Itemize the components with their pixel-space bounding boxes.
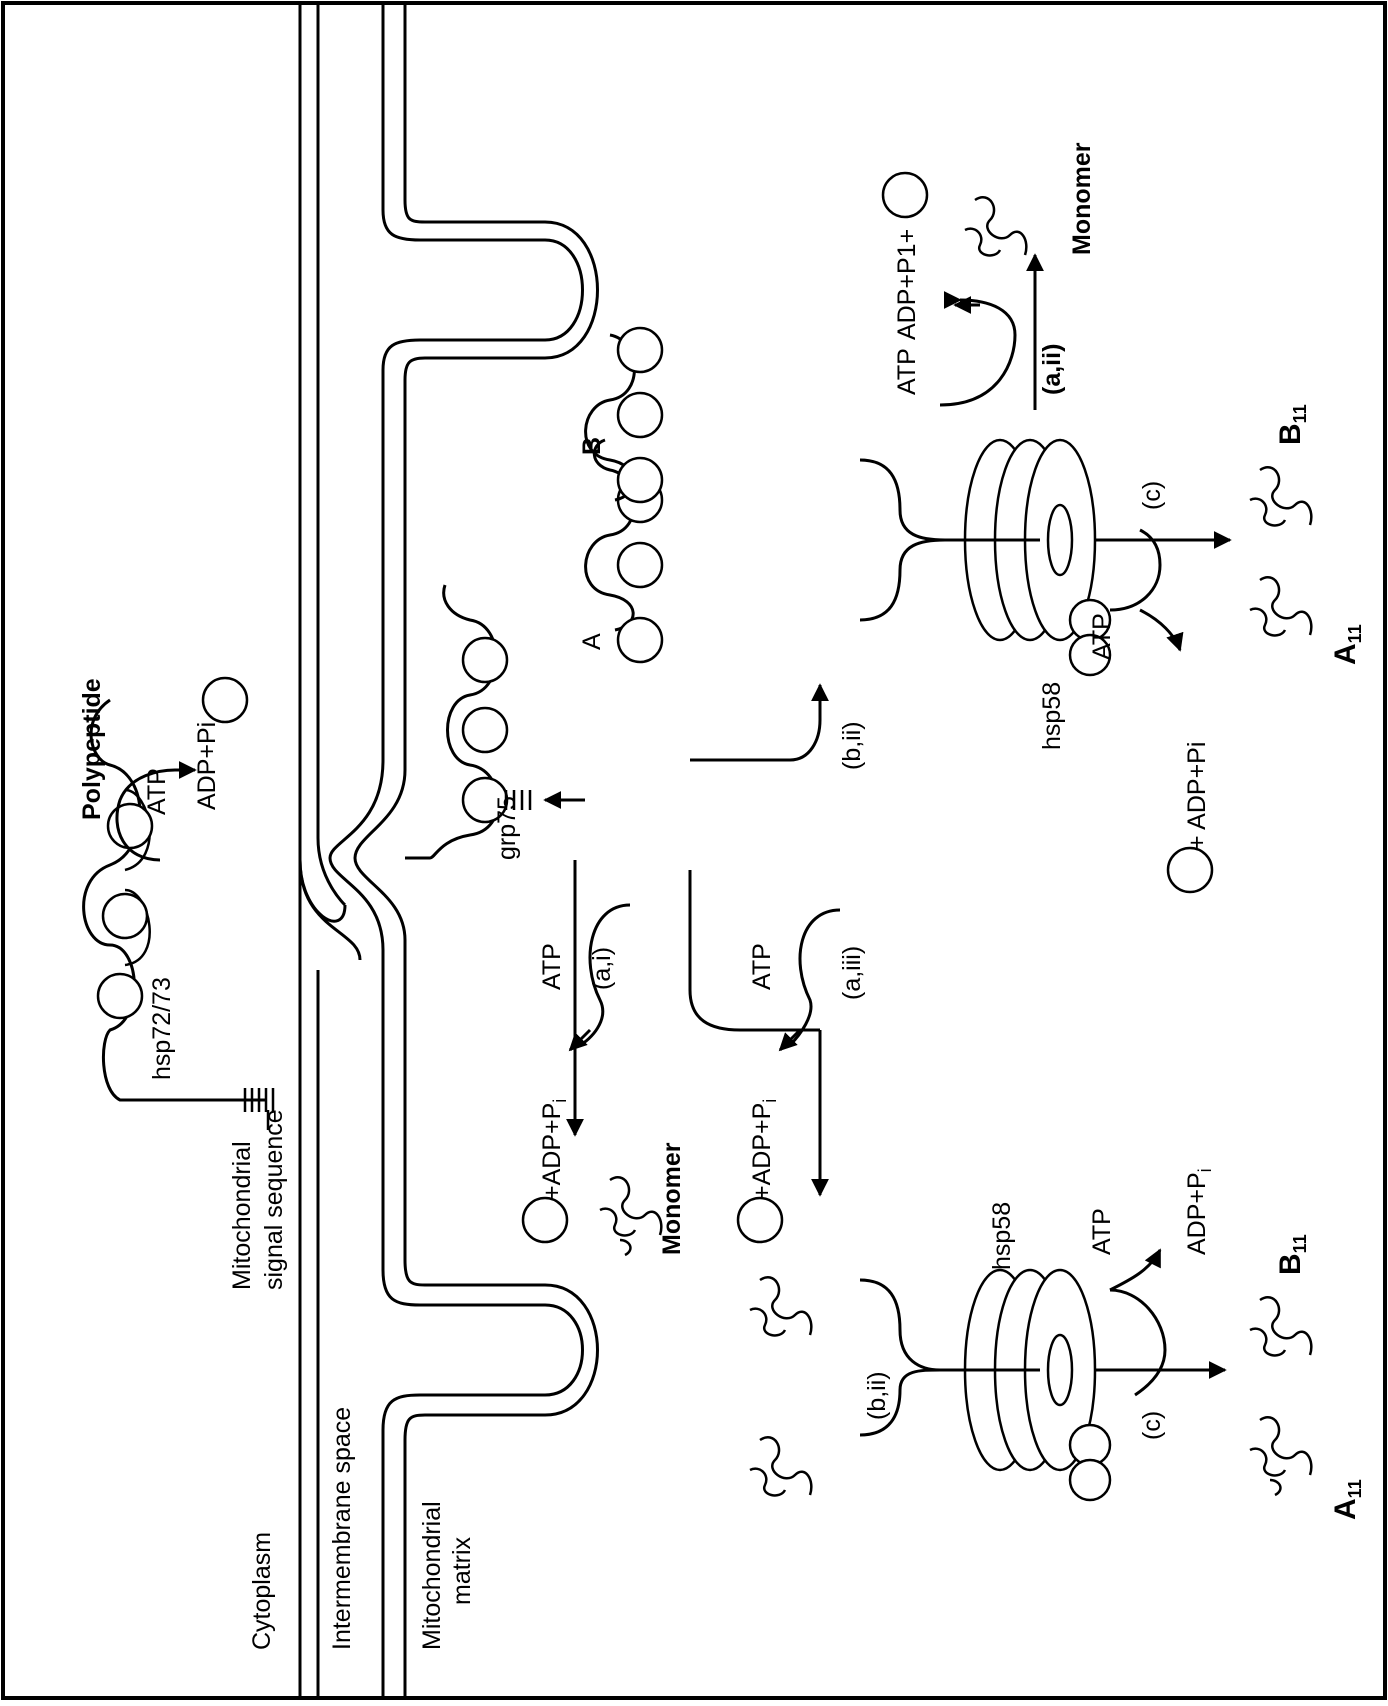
hsp58-lower [963,1268,1112,1502]
hsp72-label: hsp72/73 [148,977,176,1080]
signal-sequence-label-line1: Mitochondrial [228,1141,256,1290]
b11-upper-label: B11 [1274,404,1310,445]
oligomer-b11-lower [1249,1296,1313,1357]
chain-b [584,326,664,504]
outer-membrane [298,4,362,1698]
atp-a-i: ATP [538,943,566,990]
hsp58-upper-label: hsp58 [1038,682,1066,750]
a11-upper-label: A11 [1329,624,1365,665]
cytoplasm-atp-arc [115,768,176,862]
released-grp75-a-i [521,1196,569,1244]
monomer-lower-2 [749,1436,813,1497]
cytoplasm-atp-label: ATP [143,768,171,815]
arc-a-i [579,903,631,1047]
adp-pi-lower-c: ADP+Pi [1183,1168,1215,1255]
b11-lower-label: B11 [1274,1234,1310,1275]
cleaved-signal-sequence [504,790,532,810]
signal-sequence-label-line2: signal sequence [260,1109,288,1290]
released-grp75-a-iii [736,1196,784,1244]
released-hsp58-upper [1166,846,1214,894]
branch-arrow-b-ii-top [690,683,829,762]
monomer-a-ii [964,196,1028,257]
intermembrane-space-label: Intermembrane space [328,1407,356,1650]
monomer-lower-1 [749,1276,813,1337]
hsp72-chaperone-3 [96,972,144,1020]
atp-lower-c: ATP [1088,1208,1116,1255]
released-hsp72 [201,676,249,724]
grp75-chaperone-2 [461,706,509,754]
monomer-a-i [599,1176,663,1257]
step-b-ii-upper-label: (b,ii) [838,721,866,770]
step-c-lower-label: (c) [1138,1411,1166,1440]
atp-a-iii: ATP [748,943,776,990]
arc-a-iii [788,908,841,1047]
atp-a-ii: ATP [893,348,921,395]
polypeptide-label: Polypeptide [78,678,106,820]
hsp58-lower-label: hsp58 [988,1202,1016,1270]
adp-pi-a-iii: +ADP+Pi [748,1099,780,1200]
cytoplasm-adp-pi-label: ADP+Pi [193,722,221,810]
atp-upper-c: ATP [1088,613,1116,660]
chain-b-label: B [578,437,606,455]
matrix-label-line2: matrix [448,1536,476,1605]
step-a-iii-label: (a,iii) [838,946,866,1000]
hsp72-chaperone-2 [101,892,149,940]
oligomer-a11-upper [1249,576,1313,637]
inner-membrane [328,4,599,1698]
branch-line-a-iii [688,870,820,1032]
step-b-ii-lower-label: (b,ii) [863,1371,891,1420]
adp-p1-plus-a-ii: ADP+P1+ [893,229,921,340]
cytoplasm-label: Cytoplasm [248,1532,276,1650]
chain-a-label: A [578,633,606,650]
a11-lower-label: A11 [1329,1479,1365,1520]
cytoplasmic-polypeptide [82,698,275,1112]
monomer-label-a-i: Monomer [658,1142,686,1255]
adp-pi-upper-c: + ADP+Pi [1183,742,1211,850]
step-c-upper-label: (c) [1138,481,1166,510]
step-a-ii-label: (a,ii) [1038,344,1066,395]
matrix-polypeptide-grp75 [405,584,509,860]
released-grp75-a-ii [881,171,929,219]
oligomer-b11-upper [1249,466,1313,527]
matrix-label-line1: Mitochondrial [418,1501,446,1650]
grp75-chaperone-3 [461,636,509,684]
adp-pi-a-i: +ADP+Pi [538,1099,570,1200]
oligomer-a11-lower [1249,1416,1313,1497]
monomer-label-a-ii: Monomer [1068,142,1096,255]
step-a-i-label: (a,i) [588,947,616,990]
